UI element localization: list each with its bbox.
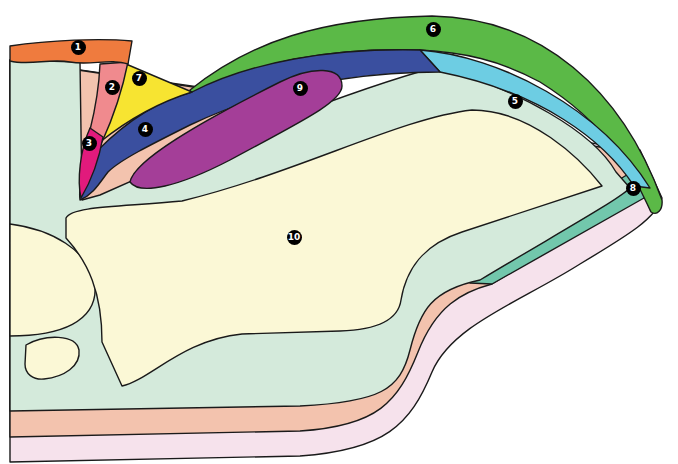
soft-tissue	[10, 60, 630, 411]
callout-number: 2	[105, 80, 120, 95]
callout-number: 8	[626, 181, 641, 196]
callout-number: 1	[71, 40, 86, 55]
callout-number: 4	[138, 122, 153, 137]
coronary-part	[90, 62, 128, 142]
coronary-band	[80, 50, 440, 200]
periople-part	[79, 128, 103, 198]
callout-number: 10	[287, 230, 302, 245]
callout-number: 9	[293, 81, 308, 96]
callout-number: 3	[82, 136, 97, 151]
navicular-bone	[25, 337, 79, 379]
skin-top	[10, 40, 132, 64]
callout-number: 6	[426, 22, 441, 37]
callout-number: 5	[508, 94, 523, 109]
laminae-band	[420, 50, 650, 188]
callout-number: 7	[132, 71, 147, 86]
coffin-bone	[66, 110, 602, 386]
extensor-process	[130, 70, 342, 188]
